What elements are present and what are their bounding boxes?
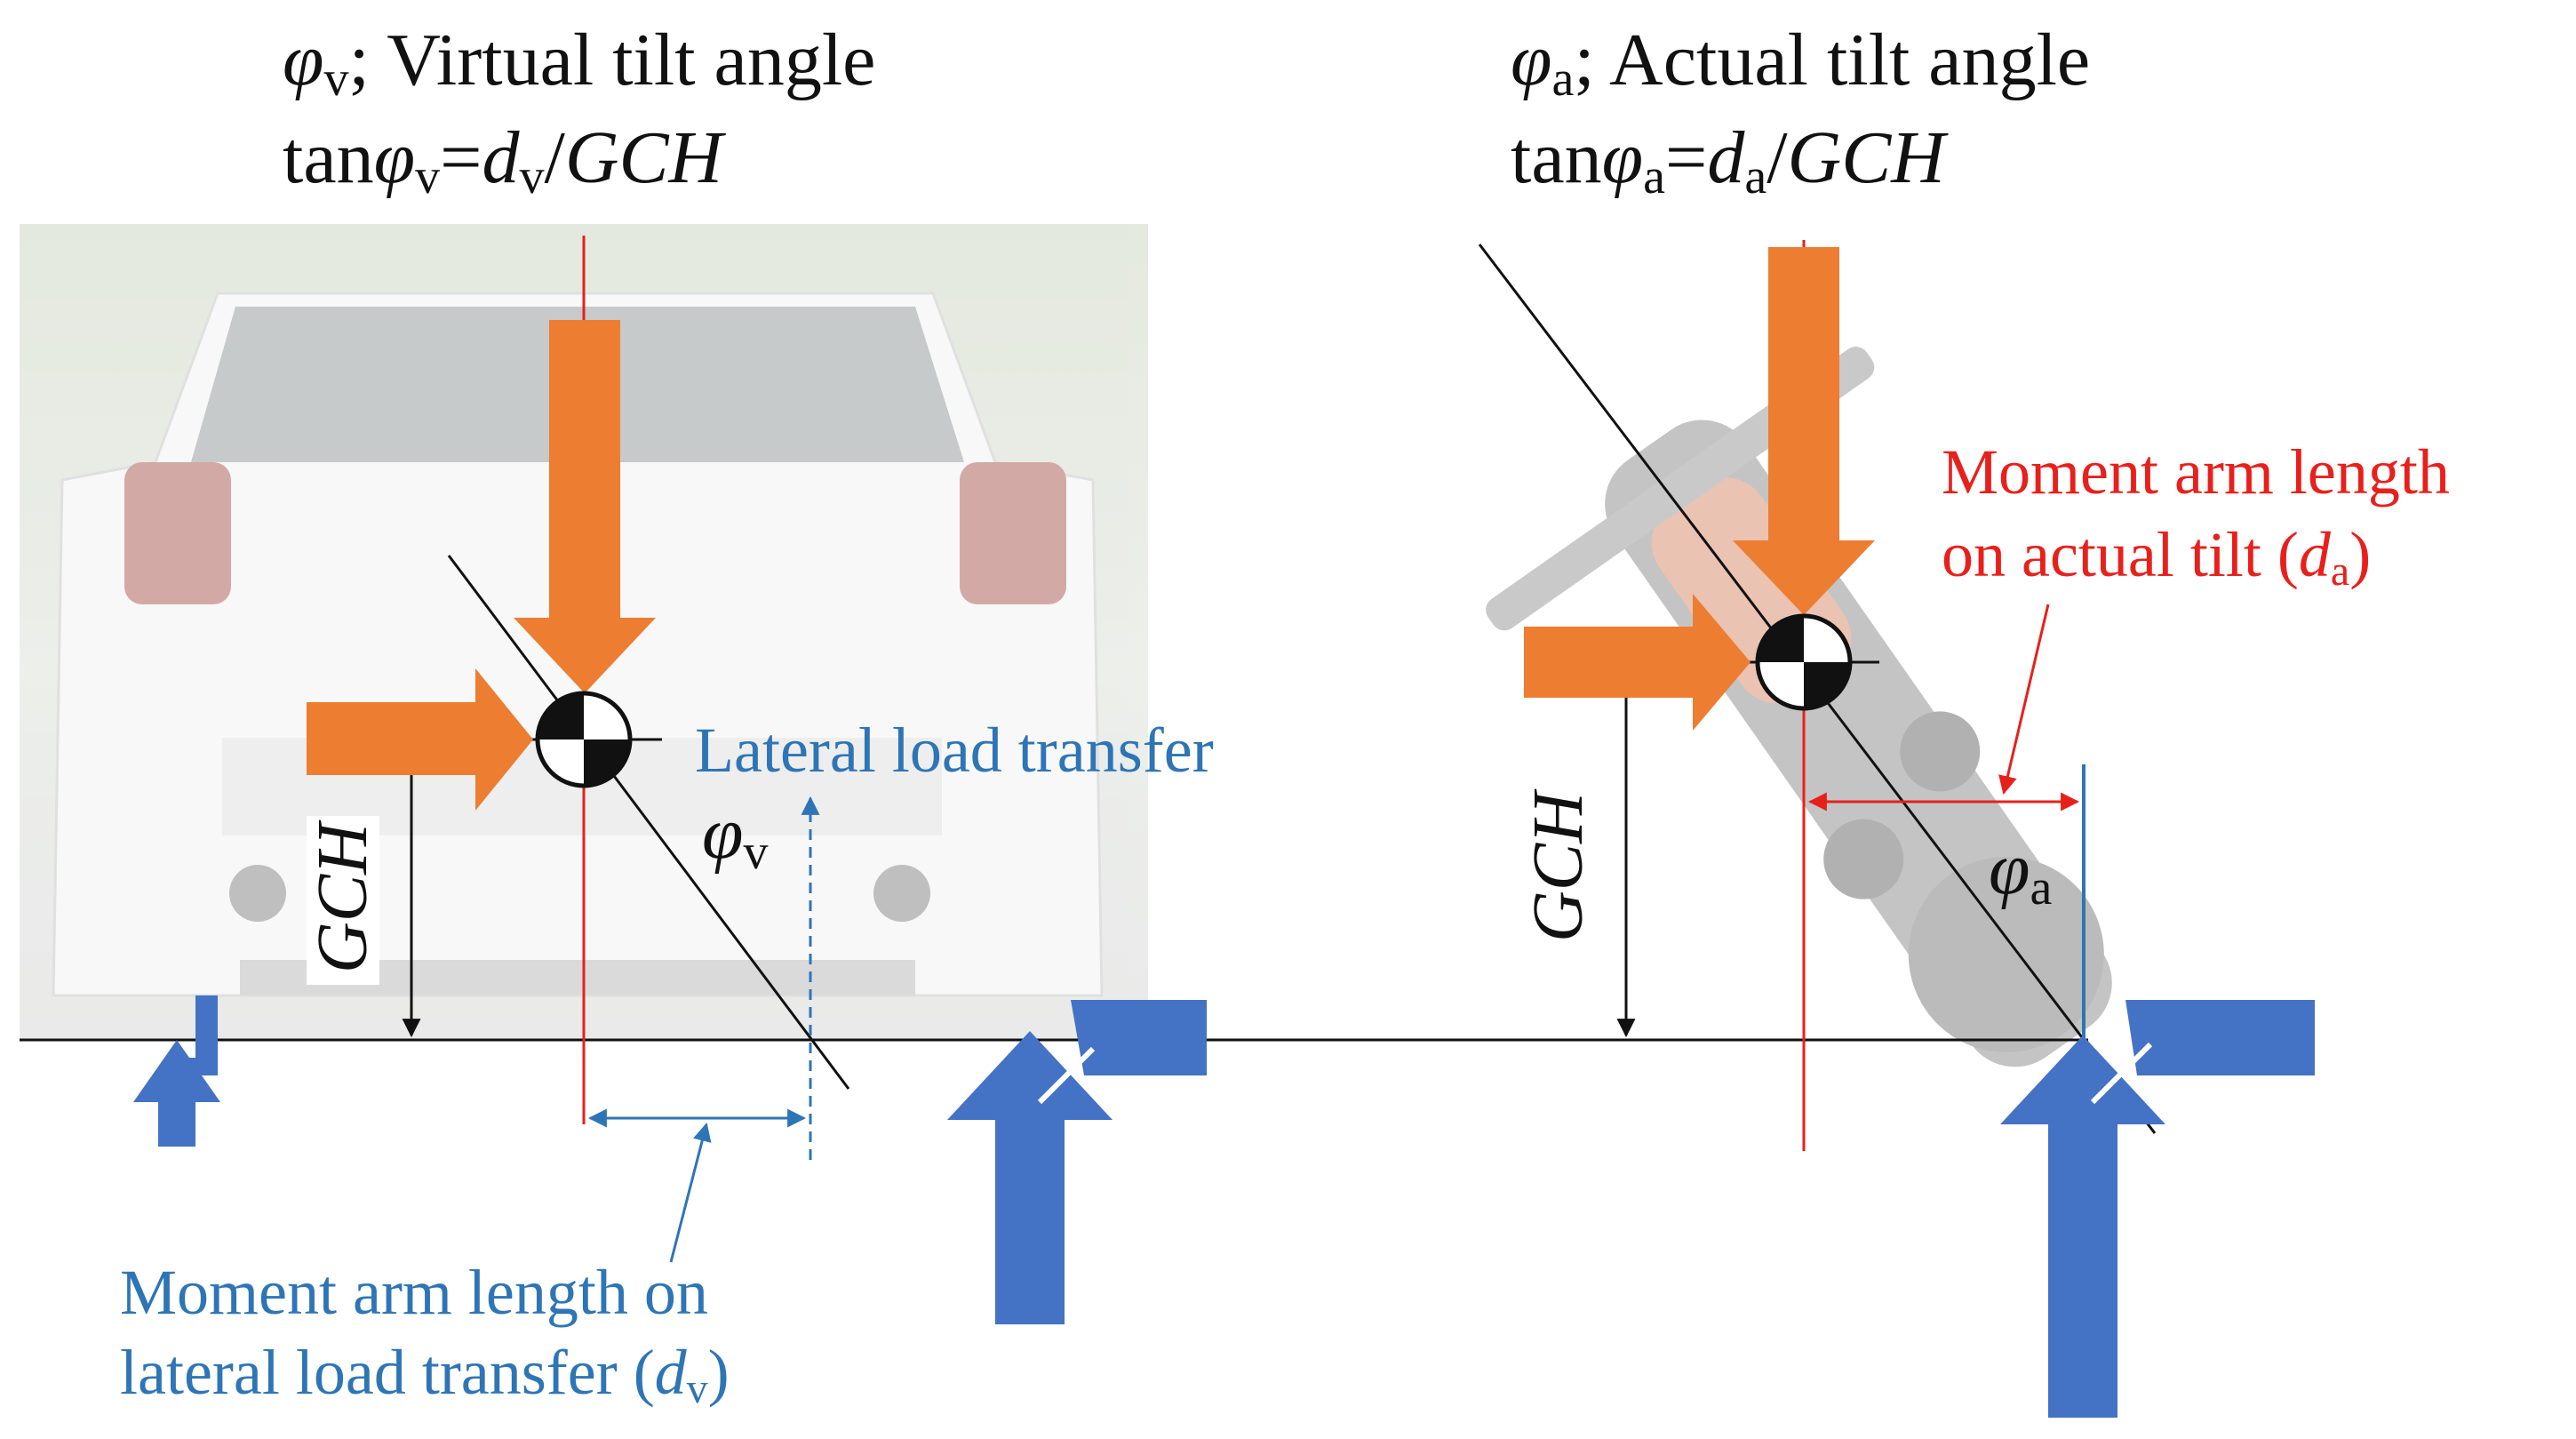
gravity-force-arrow-car xyxy=(514,320,656,693)
moment-arm-motorcycle-line2: on actual tilt (da) xyxy=(1942,519,2371,595)
tilt-line-car xyxy=(447,555,850,1090)
moment-arm-leader-car xyxy=(669,1122,712,1263)
actual-angle-label: φa xyxy=(1989,827,2052,915)
lateral-load-transfer-label: Lateral load transfer xyxy=(695,715,1214,786)
center-of-gravity-motorcycle xyxy=(1755,613,1853,711)
virtual-tilt-title: φv; Virtual tilt angle xyxy=(283,19,875,107)
moment-arm-car-line2: lateral load transfer (dv) xyxy=(120,1337,730,1412)
virtual-angle-label: φv xyxy=(702,792,768,880)
actual-tilt-title: φa; Actual tilt angle xyxy=(1511,19,2090,107)
gch-label-car: GCH xyxy=(304,819,382,973)
lateral-force-arrow-motorcycle xyxy=(1524,594,1751,731)
virtual-tilt-equation: tanφv=dv/GCH xyxy=(283,116,727,204)
moment-arm-car-line1: Moment arm length on xyxy=(120,1257,708,1328)
moment-arm-leader-motorcycle xyxy=(1998,604,2050,795)
gch-label-car-box: GCH xyxy=(304,816,382,985)
actual-tilt-equation: tanφa=da/GCH xyxy=(1511,116,1949,204)
center-of-gravity-car xyxy=(535,691,633,788)
reaction-arrow-left-tire xyxy=(133,995,220,1147)
reaction-arrow-right-tire-car xyxy=(947,1000,1207,1324)
gravity-force-arrow-motorcycle xyxy=(1733,247,1875,615)
moment-arm-motorcycle-line1: Moment arm length xyxy=(1942,436,2450,508)
gch-label-motorcycle: GCH xyxy=(1519,788,1598,942)
lateral-force-arrow-car xyxy=(307,668,533,811)
reaction-arrow-motorcycle-tire xyxy=(2000,1000,2315,1418)
